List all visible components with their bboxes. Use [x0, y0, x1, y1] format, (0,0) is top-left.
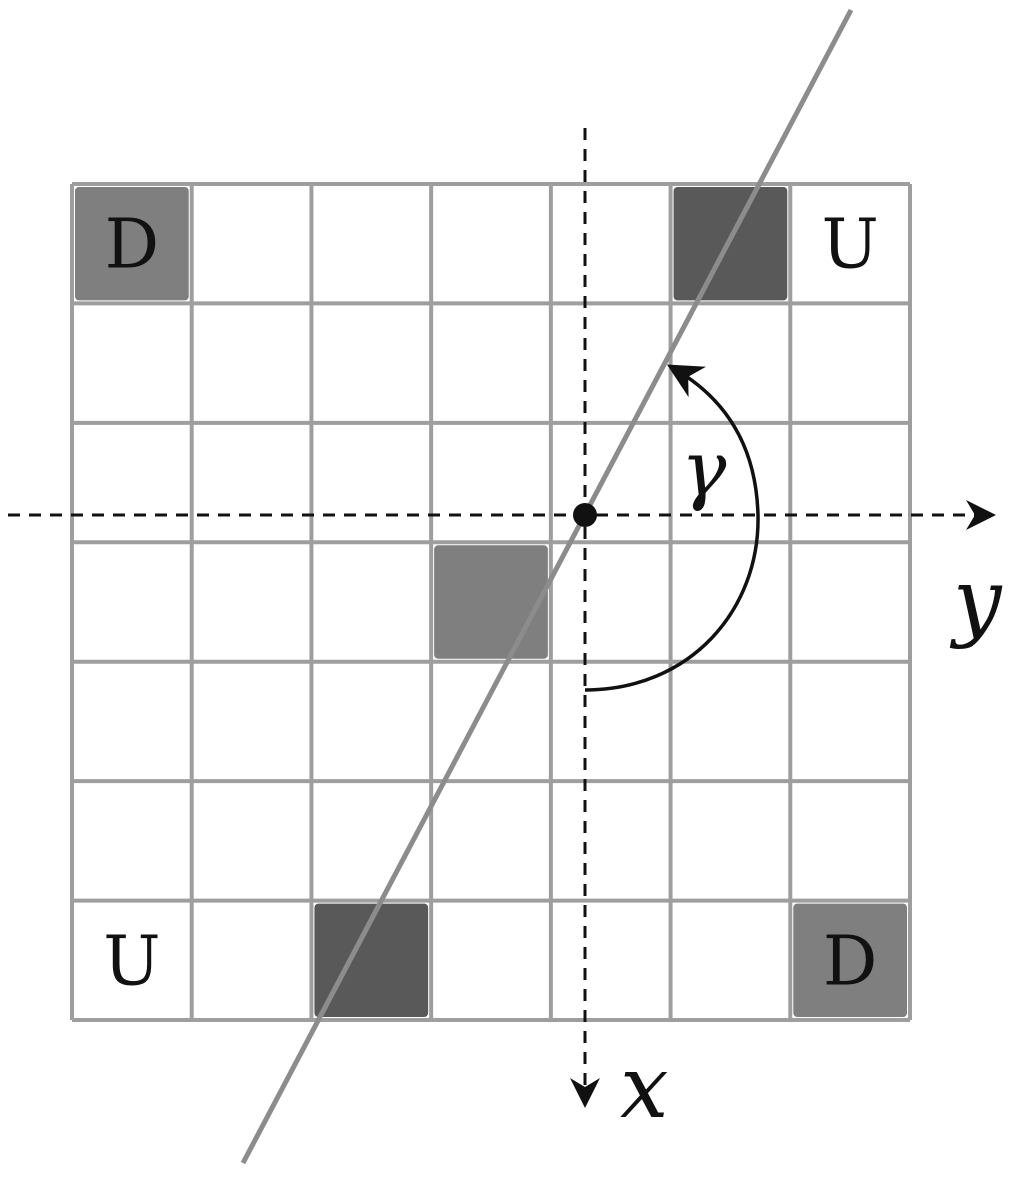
labeled-cell-fill [75, 187, 189, 301]
cell-label-d: D [823, 922, 878, 1001]
cell-label-u: U [103, 922, 160, 1001]
angle-gamma-label: γ [681, 424, 727, 513]
rotated-line [240, 8, 854, 1165]
cell-labels: D U U D [103, 206, 879, 1002]
shaded-cell [434, 545, 548, 659]
cell-label-u: U [821, 206, 878, 285]
angle-arc [584, 364, 760, 692]
grid-lines [70, 182, 912, 1022]
y-axis-label: y [949, 551, 1003, 651]
origin-point [573, 503, 597, 527]
labeled-cell-fill [793, 903, 907, 1017]
x-axis-label: x [620, 1038, 669, 1138]
shaded-cells [75, 187, 907, 1017]
shaded-cell [314, 903, 429, 1017]
cell-label-d: D [105, 206, 160, 285]
